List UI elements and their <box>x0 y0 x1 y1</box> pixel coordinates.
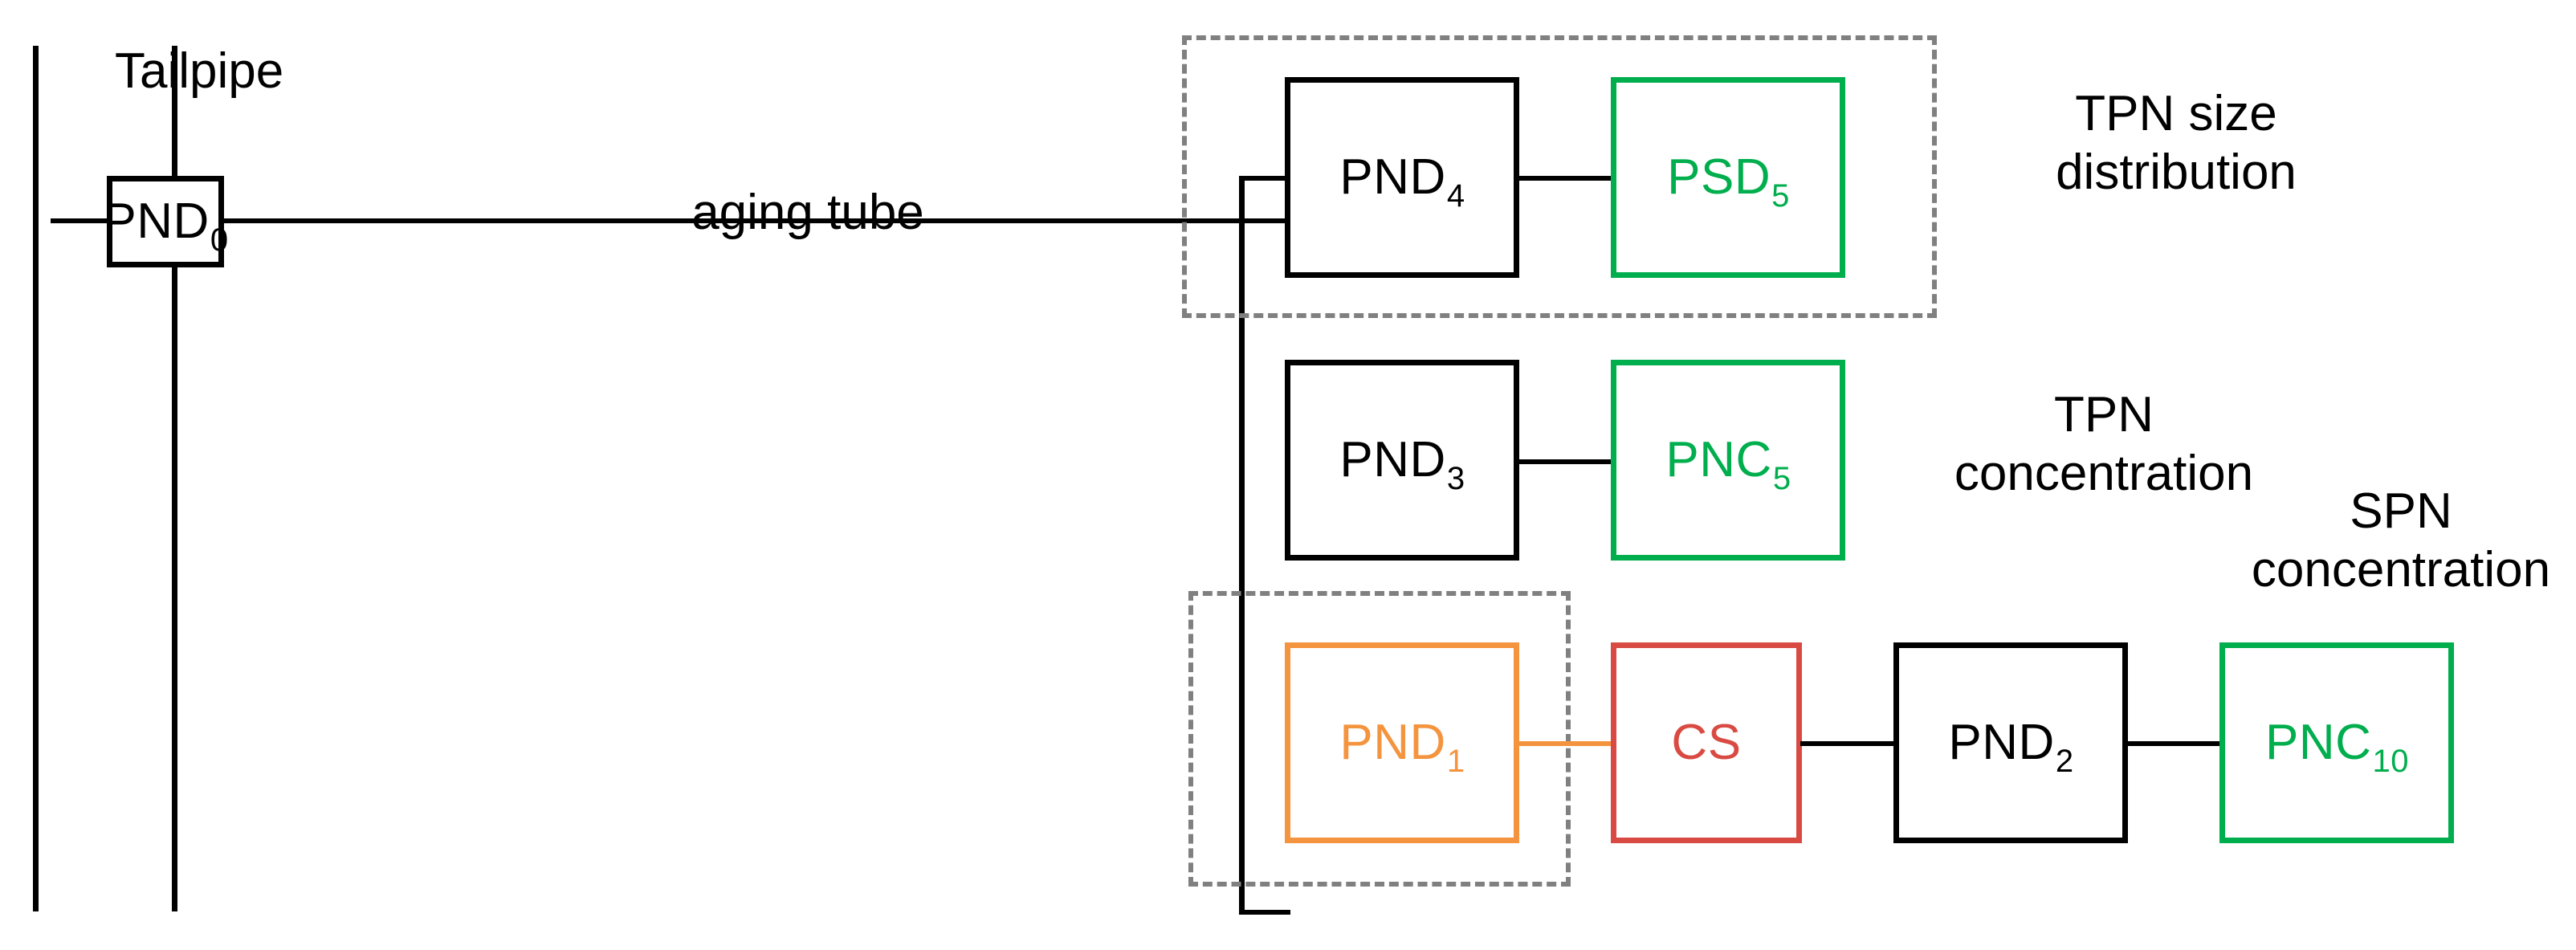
node-pnc10[interactable]: PNC10 <box>2219 642 2454 843</box>
caption-tpn-size-distribution: TPN size distribution <box>2056 86 2297 201</box>
node-pnc5[interactable]: PNC5 <box>1611 360 1845 561</box>
node-pnd2-subscript: 2 <box>2055 744 2074 779</box>
aging-tube-label: aging tube <box>691 185 924 240</box>
line-cs-to-pnd2 <box>1800 741 1897 746</box>
tpn-size-distribution-group <box>1182 35 1937 318</box>
tailpipe-wall-outer <box>33 46 39 911</box>
node-pnd0-label: PND0 <box>103 194 229 258</box>
node-pnd4[interactable]: PND4 <box>1285 77 1519 278</box>
node-pnc5-label: PNC5 <box>1665 432 1791 496</box>
caption-spn-concentration: SPN concentration <box>2251 483 2551 598</box>
node-pnd1-subscript: 1 <box>1446 744 1465 779</box>
branch-stub-pnd1 <box>1239 910 1290 915</box>
line-aging-tube <box>224 218 1244 223</box>
node-pnd4-subscript: 4 <box>1446 178 1465 214</box>
node-pnd3-label: PND3 <box>1339 432 1465 496</box>
line-tailpipe-to-pnd0 <box>51 218 109 223</box>
node-pnd0[interactable]: PND0 <box>103 176 228 267</box>
node-pnd2-label: PND2 <box>1948 715 2074 779</box>
node-pnc10-subscript: 10 <box>2372 744 2409 779</box>
node-cs-label: CS <box>1671 715 1742 770</box>
caption-tpn-concentration: TPN concentration <box>1954 387 2254 502</box>
node-pnd1-label: PND1 <box>1339 715 1465 779</box>
tailpipe-wall-inner <box>172 46 177 911</box>
node-pnd2[interactable]: PND2 <box>1893 642 2128 843</box>
node-cs[interactable]: CS <box>1611 642 1802 843</box>
node-pnc10-label: PNC10 <box>2265 715 2409 779</box>
node-pnd3-subscript: 3 <box>1446 461 1465 496</box>
line-pnd3-to-pnc5 <box>1518 459 1614 464</box>
node-psd5-subscript: 5 <box>1771 178 1790 214</box>
node-psd5[interactable]: PSD5 <box>1611 77 1845 278</box>
line-pnd4-to-psd5 <box>1518 176 1614 181</box>
node-psd5-label: PSD5 <box>1667 149 1790 214</box>
line-pnd2-to-pnc10 <box>2126 741 2223 746</box>
distribution-trunk <box>1239 176 1245 915</box>
node-pnd0-subscript: 0 <box>210 222 229 258</box>
node-pnd4-label: PND4 <box>1339 149 1465 214</box>
branch-stub-pnd4 <box>1239 176 1290 181</box>
branch-stub-pnd3 <box>1239 218 1290 223</box>
line-pnd1-to-cs-segment <box>1518 741 1614 746</box>
node-pnd1[interactable]: PND1 <box>1285 642 1519 843</box>
node-pnd3[interactable]: PND3 <box>1285 360 1519 561</box>
pnd1-group <box>1188 591 1571 887</box>
tailpipe-label: Tailpipe <box>115 43 284 99</box>
node-pnc5-subscript: 5 <box>1772 461 1791 496</box>
